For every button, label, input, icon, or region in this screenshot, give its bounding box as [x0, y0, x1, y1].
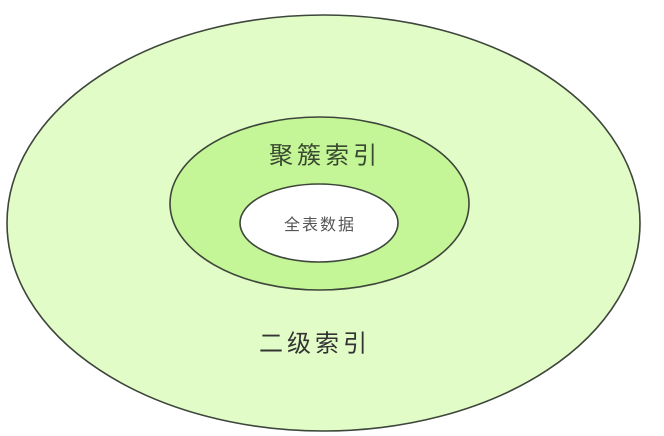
- full-table-data-ellipse: [239, 183, 399, 263]
- secondary-index-label: 二级索引: [259, 329, 371, 358]
- clustered-index-label: 聚簇索引: [269, 141, 381, 170]
- full-table-data-label: 全表数据: [283, 215, 357, 234]
